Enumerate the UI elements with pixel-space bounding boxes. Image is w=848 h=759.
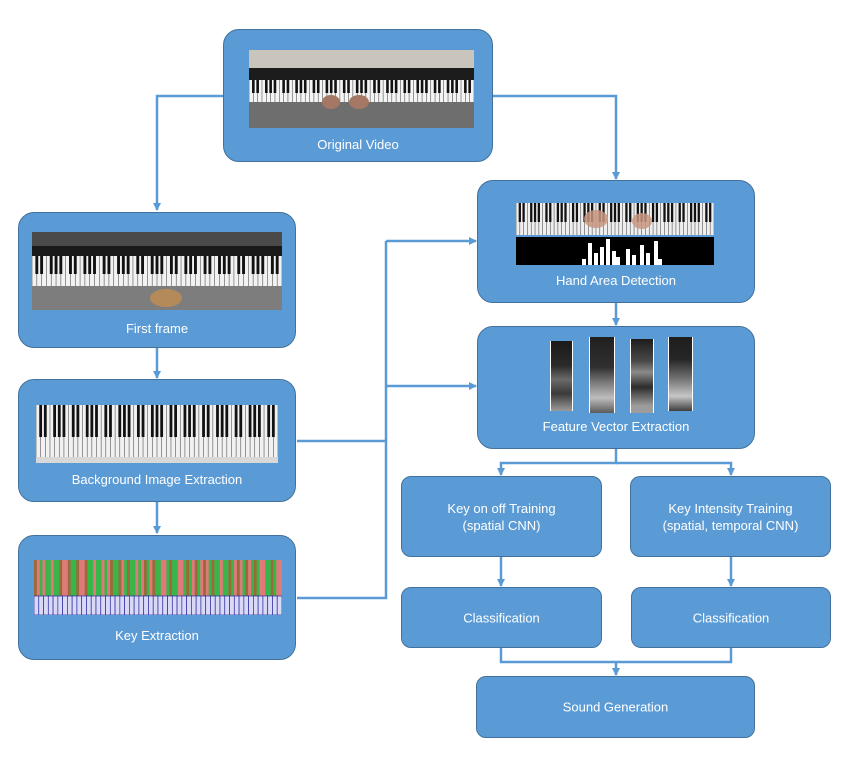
edge-video-to-first-frame	[153, 94, 223, 211]
key-onoff-training-node: Key on off Training (spatial CNN)	[401, 476, 602, 557]
key-extraction-label: Key Extraction	[115, 628, 199, 643]
classification-left-node: Classification	[401, 587, 602, 648]
classification-right-label: Classification	[692, 610, 770, 625]
classification-right-node: Classification	[631, 587, 831, 648]
hand-area-thumbnail	[516, 203, 714, 265]
key-onoff-training-line1: Key on off Training	[447, 500, 556, 516]
feature-patch-4	[668, 337, 693, 411]
first-frame-node: First frame	[18, 212, 296, 348]
edge-feature-split-right	[616, 461, 735, 476]
feature-vector-node: Feature Vector Extraction	[477, 326, 755, 449]
hand-area-node: Hand Area Detection	[477, 180, 755, 303]
key-intensity-training-line2: (spatial, temporal CNN)	[662, 517, 799, 533]
edge-feature-split	[497, 449, 618, 476]
key-extraction-thumbnail	[34, 560, 282, 615]
feature-patch-3	[630, 339, 654, 413]
key-intensity-training-node: Key Intensity Training (spatial, tempora…	[630, 476, 831, 557]
hand-area-label: Hand Area Detection	[556, 273, 676, 288]
background-extraction-node: Background Image Extraction	[18, 379, 296, 502]
key-extraction-node: Key Extraction	[18, 535, 296, 660]
sound-generation-node: Sound Generation	[476, 676, 755, 738]
background-extraction-label: Background Image Extraction	[71, 472, 243, 487]
sound-generation-label: Sound Generation	[562, 699, 669, 715]
original-video-node: Original Video	[223, 29, 493, 162]
background-thumbnail	[36, 405, 278, 463]
edge-key-extraction-to-merge	[297, 241, 388, 600]
edge-classifications-to-sound	[499, 648, 733, 664]
key-intensity-training-line1: Key Intensity Training	[668, 500, 793, 516]
edge-video-to-hand-area	[493, 94, 620, 180]
classification-left-label: Classification	[463, 610, 540, 625]
feature-vector-label: Feature Vector Extraction	[542, 419, 690, 434]
first-frame-label: First frame	[125, 321, 189, 336]
feature-patch-1	[550, 341, 573, 411]
original-video-thumbnail	[249, 50, 474, 128]
key-onoff-training-line2: (spatial CNN)	[462, 517, 541, 533]
feature-patch-2	[589, 337, 615, 413]
first-frame-thumbnail	[32, 232, 282, 310]
original-video-label: Original Video	[317, 137, 399, 152]
